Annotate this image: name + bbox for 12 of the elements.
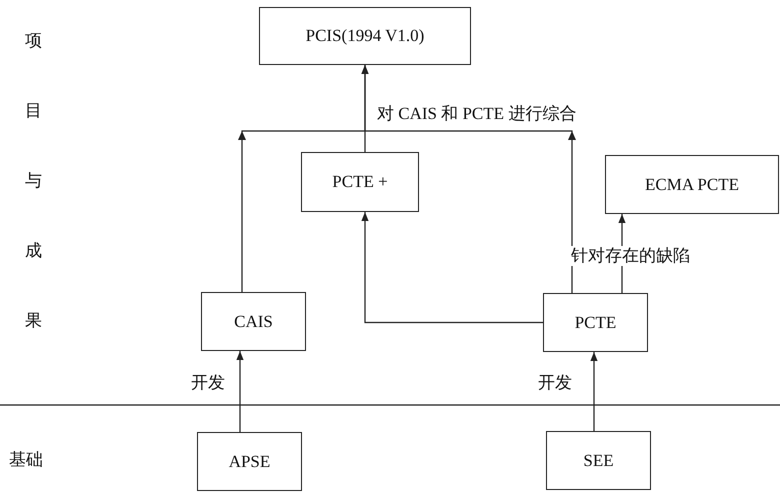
process-box: PCTE xyxy=(543,293,648,352)
process-box: ECMA PCTE xyxy=(605,155,779,214)
axis-label: 基础 xyxy=(8,450,44,470)
edge-label: 针对存在的缺陷 xyxy=(570,246,691,266)
process-box: PCTE + xyxy=(301,152,419,212)
process-box: PCIS(1994 V1.0) xyxy=(259,7,471,65)
edge-label: 开发 xyxy=(537,373,573,393)
edge-label: 开发 xyxy=(190,373,226,393)
process-box: SEE xyxy=(546,431,651,490)
process-box: CAIS xyxy=(201,292,306,351)
process-box: APSE xyxy=(197,432,302,491)
edge-label: 对 CAIS 和 PCTE 进行综合 xyxy=(376,104,578,124)
